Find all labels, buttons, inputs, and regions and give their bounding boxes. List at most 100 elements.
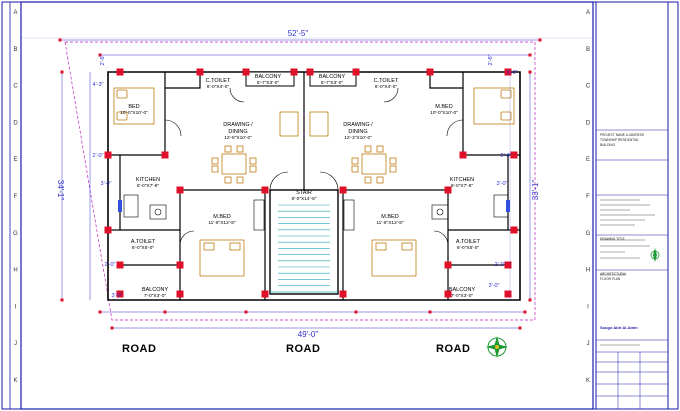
grid-letter-left: F [14,194,18,200]
column-marker [444,186,452,194]
column-marker [504,261,512,269]
title-block-row-2: BUILDING [600,143,616,147]
title-block-row-5: FLOOR PLAN [600,277,621,281]
grid-letter-right: B [586,47,590,53]
dimension-tick [354,310,358,314]
dimension-tick [523,310,527,314]
dim-label: 3'-0" [497,181,508,187]
north-compass-icon [486,336,508,358]
room-name-left: C.TOILET [206,78,231,84]
column-marker [161,151,169,159]
grid-letter-right: E [586,157,590,163]
dimension-tick [428,310,432,314]
grid-letter-left: K [13,378,17,384]
grid-letter-right: G [586,231,591,237]
room-size-left: 12'-8"X10'-0" [224,135,252,141]
dimension-tick [60,298,64,302]
right-depth: 33'-1" [531,180,540,201]
column-marker [116,68,124,76]
room-size-left: 6'-0"X5'-0" [132,245,155,251]
column-marker [352,68,360,76]
title-block-row-1: TOWNSHIP RESIDENTIAL [600,138,639,142]
dim-label: 2'-0" [105,262,116,268]
room-size-left: 6'-0"X4'-0" [207,84,230,90]
dim-label: 3'-0" [507,70,518,76]
stair-size: 8'-0"X14'-8" [292,196,317,202]
title-block-row-3: DRAWING TITLE [600,237,625,241]
column-marker [104,151,112,159]
title-block-row-0: PROJECT NAME & ADDRESS [600,133,645,137]
grid-letter-right: K [586,378,590,384]
grid-letter-left: E [13,157,17,163]
road-label-center: ROAD [286,343,321,355]
column-marker [426,68,434,76]
dining-table-icon [211,111,397,184]
grid-letter-left: C [13,84,18,90]
grid-letter-right: J [587,341,590,347]
column-marker [510,226,518,234]
stair-name: STAIR [296,190,312,196]
room-size-right: 5'-7"X3'-0" [321,80,344,86]
column-marker [116,290,124,298]
column-marker [459,151,467,159]
room-name-left: M.BED [213,214,230,220]
room-size-right: 6'-0"X4'-0" [375,84,398,90]
column-marker [339,186,347,194]
column-marker [290,68,298,76]
column-marker [176,186,184,194]
bed-icon [113,87,515,277]
column-marker [510,151,518,159]
dim-label: 3'-0" [112,293,123,299]
column-marker [176,261,184,269]
column-marker [444,261,452,269]
dimension-tick [528,53,532,57]
column-marker [339,290,347,298]
column-marker [242,68,250,76]
dimension-tick [528,70,532,74]
room-name-right: M.BED [435,104,452,110]
grid-letter-right: A [586,10,590,16]
dimension-tick [528,298,532,302]
room-size-right: 6'-0"X5'-0" [457,245,480,251]
dimension-tick [60,70,64,74]
room-name-right: BALCONY [449,287,476,293]
grid-letter-right: H [586,268,590,274]
room-name-right: A.TOILET [456,239,481,245]
room-size-left: 10'-0"X10'-0" [120,110,148,116]
room-size-right: 6'-0"X7'-8" [451,183,474,189]
grid-letter-left: G [13,231,18,237]
dim-label: 2'-6" [488,54,494,65]
room-name-right: DINING [348,129,367,135]
grid-letter-right: F [586,194,590,200]
left-depth: 34'-1" [56,180,65,201]
overall-width-bottom: 49'-0" [298,330,319,339]
room-size-right: 10'-0"X10'-0" [430,110,458,116]
dimension-tick [98,53,102,57]
plan-group [64,41,536,321]
room-name-left: DINING [228,129,247,135]
room-size-right: 7'-0"X3'-0" [451,293,474,299]
column-marker [306,68,314,76]
road-label-right: ROAD [436,343,471,355]
grid-letter-left: B [13,47,17,53]
room-name-right: KITCHEN [450,177,474,183]
grid-letter-right: C [586,84,591,90]
room-name-left: BALCONY [142,287,169,293]
dimension-tick [518,326,522,330]
overall-width-top: 52'-5" [288,29,309,38]
room-name-left: BALCONY [255,74,282,80]
column-marker [176,290,184,298]
room-size-right: 11'-6"X12'-8" [376,220,404,226]
column-marker [504,68,512,76]
column-marker [504,290,512,298]
dim-label: 3'-0" [489,283,500,289]
dim-label: 2'-0" [93,153,104,159]
dim-label: 2'-0" [495,262,506,268]
grid-letter-left: D [13,120,18,126]
grid-letter-left: I [15,304,17,310]
dimension-lines [60,39,540,329]
room-name-right: BALCONY [319,74,346,80]
dim-label: 2'-0" [501,153,512,159]
dim-label: 2'-6" [100,54,106,65]
dimension-tick [538,38,542,42]
